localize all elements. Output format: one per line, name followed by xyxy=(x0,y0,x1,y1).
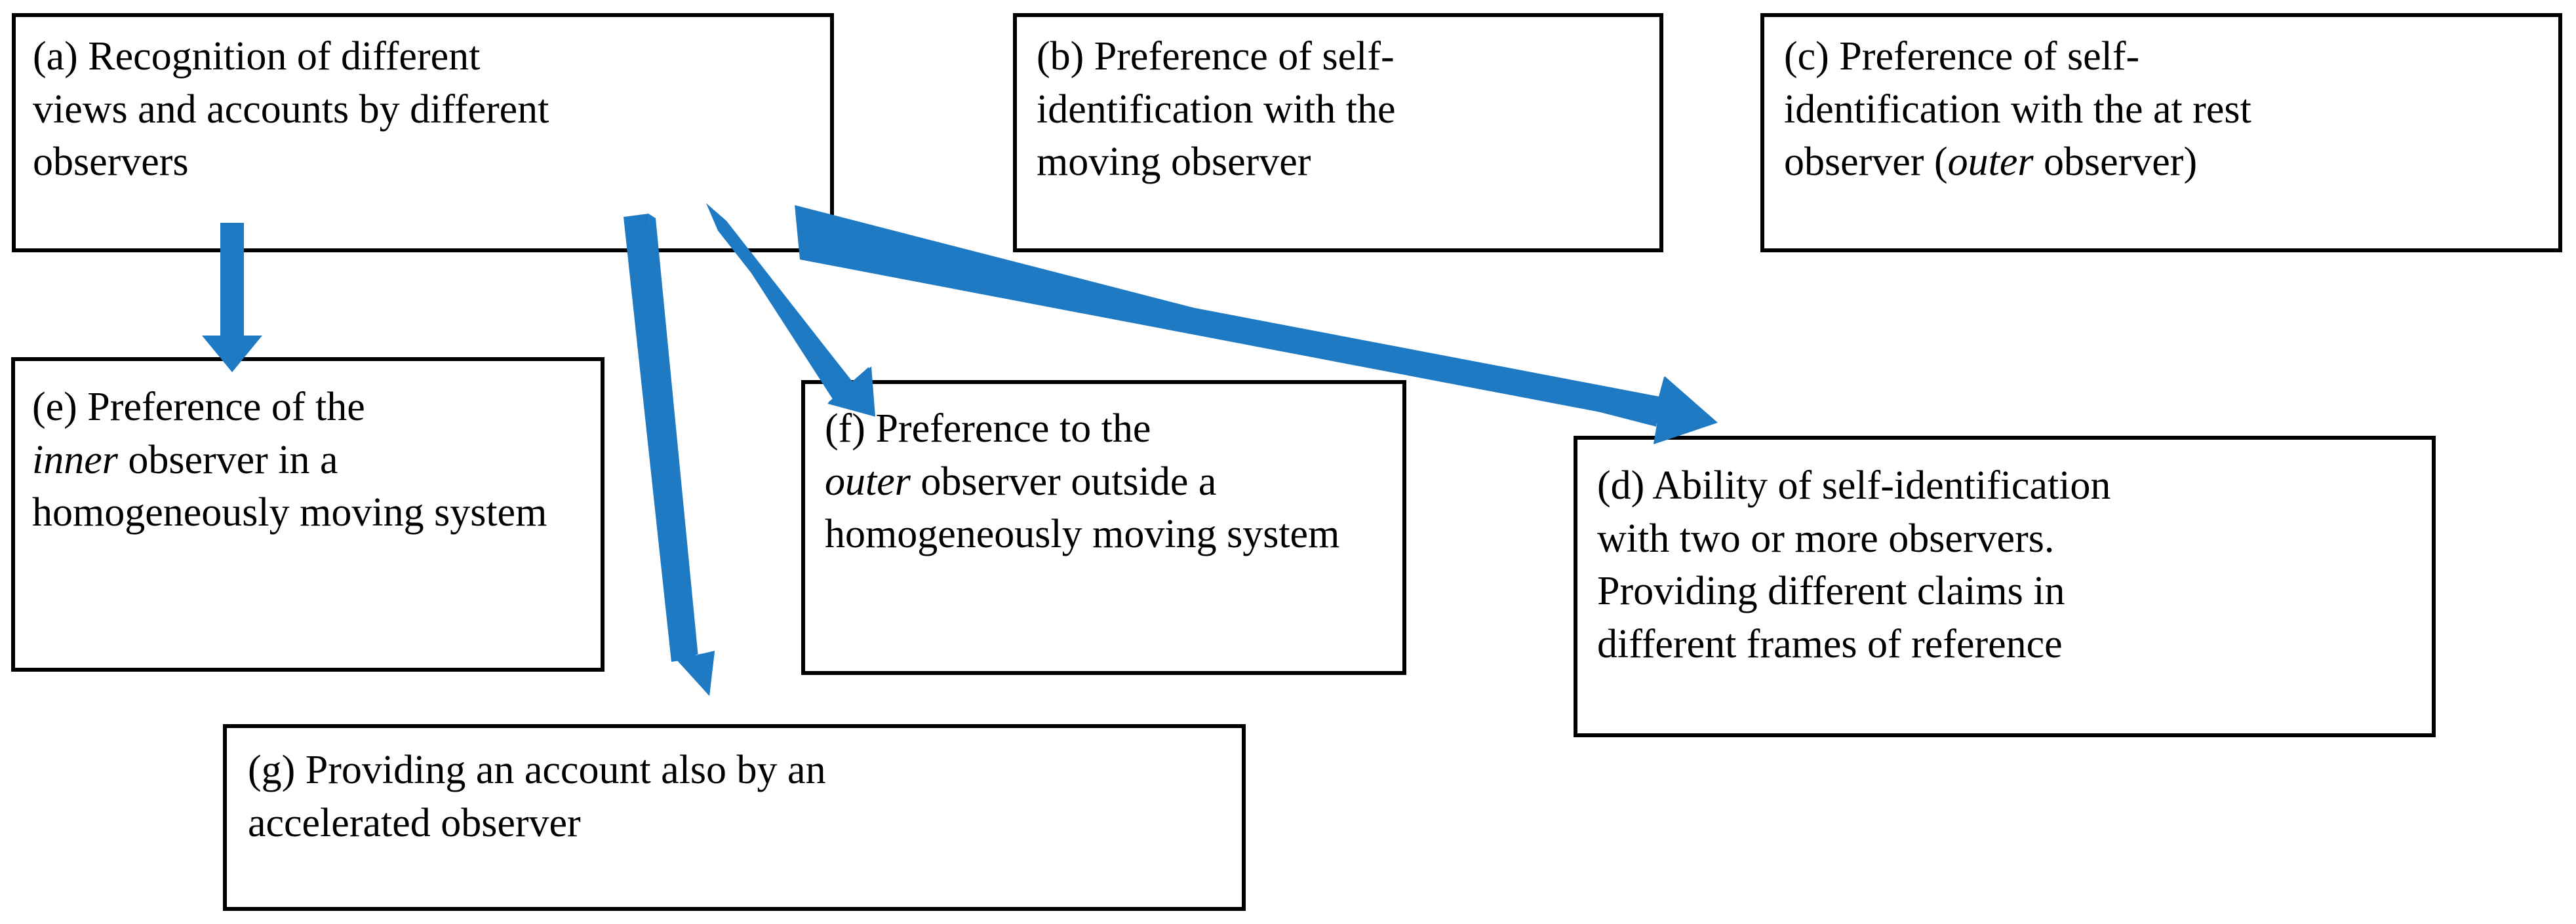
node-c-italic-outer: outer xyxy=(1947,140,2034,185)
node-b-label: (b) Preference of self-identification wi… xyxy=(1037,34,1396,185)
node-c-preference-at-rest-observer[interactable]: (c) Preference of self-identification wi… xyxy=(1760,13,2562,252)
node-b-preference-moving-observer[interactable]: (b) Preference of self-identification wi… xyxy=(1013,13,1663,252)
node-f-italic-outer: outer xyxy=(825,459,911,504)
arrow-a-to-g xyxy=(624,214,715,696)
node-e-italic-inner: inner xyxy=(32,437,118,482)
node-c-label: (c) Preference of self-identification wi… xyxy=(1784,34,2251,185)
